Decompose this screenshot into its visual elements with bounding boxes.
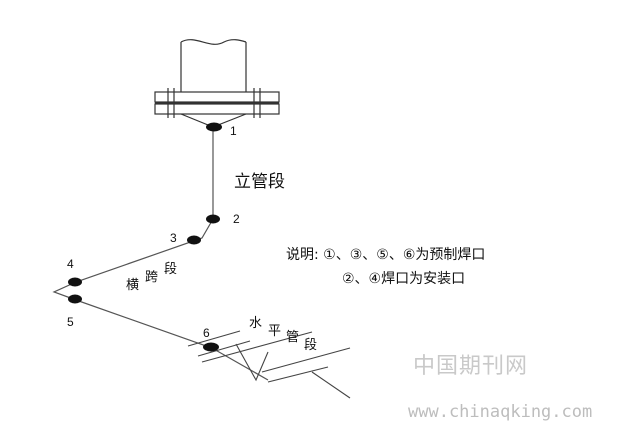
cross-section-char-2: 跨 <box>145 270 158 285</box>
support-line-e <box>267 366 329 383</box>
support-symbol <box>187 330 351 399</box>
watermark-url: www.chinaqking.com <box>408 402 592 422</box>
horizontal-section-char-4: 段 <box>304 338 317 353</box>
support-line-a <box>187 330 241 347</box>
vertical-section-label: 立管段 <box>234 172 285 192</box>
horizontal-section-char-2: 平 <box>268 324 281 339</box>
weld-point-6 <box>203 342 219 352</box>
note: 说明: ①、③、⑤、⑥为预制焊口 ②、④焊口为安装口 <box>286 247 485 287</box>
upper-pipe <box>180 39 247 92</box>
watermark: 中国期刊网 www.chinaqking.com <box>408 354 592 422</box>
flange-lower-plate <box>154 103 280 115</box>
flange <box>154 88 280 128</box>
support-line-d <box>261 347 351 373</box>
flange-upper-plate <box>154 91 280 103</box>
weld-points <box>68 122 222 352</box>
note-line-1: 说明: ①、③、⑤、⑥为预制焊口 <box>286 247 485 263</box>
weld-point-3 <box>187 235 201 245</box>
weld-number-2: 2 <box>233 212 240 226</box>
horizontal-section-char-1: 水 <box>249 316 262 331</box>
weld-number-4: 4 <box>67 257 74 271</box>
cross-section-char-3: 段 <box>164 262 177 277</box>
weld-point-2 <box>206 214 220 224</box>
support-line-b <box>197 340 251 357</box>
horizontal-section-label: 水 平 管 段 <box>249 316 317 353</box>
weld-point-1 <box>206 122 222 132</box>
cross-section-label: 横 跨 段 <box>126 262 177 293</box>
weld-point-5 <box>68 294 82 304</box>
weld-number-3: 3 <box>170 231 177 245</box>
weld-number-5: 5 <box>67 315 74 329</box>
weld-number-6: 6 <box>203 326 210 340</box>
watermark-cn: 中国期刊网 <box>413 354 528 379</box>
support-zigzag <box>235 343 269 382</box>
note-line-2: ②、④焊口为安装口 <box>342 271 465 287</box>
pipe-break-line <box>180 39 247 45</box>
cross-section-char-1: 横 <box>126 278 139 293</box>
pipe-tail <box>311 371 351 399</box>
weld-number-1: 1 <box>230 124 237 138</box>
horizontal-section-char-3: 管 <box>286 330 299 345</box>
weld-point-4 <box>68 277 82 287</box>
pipe-route <box>52 127 269 381</box>
support-line-c <box>201 331 313 363</box>
